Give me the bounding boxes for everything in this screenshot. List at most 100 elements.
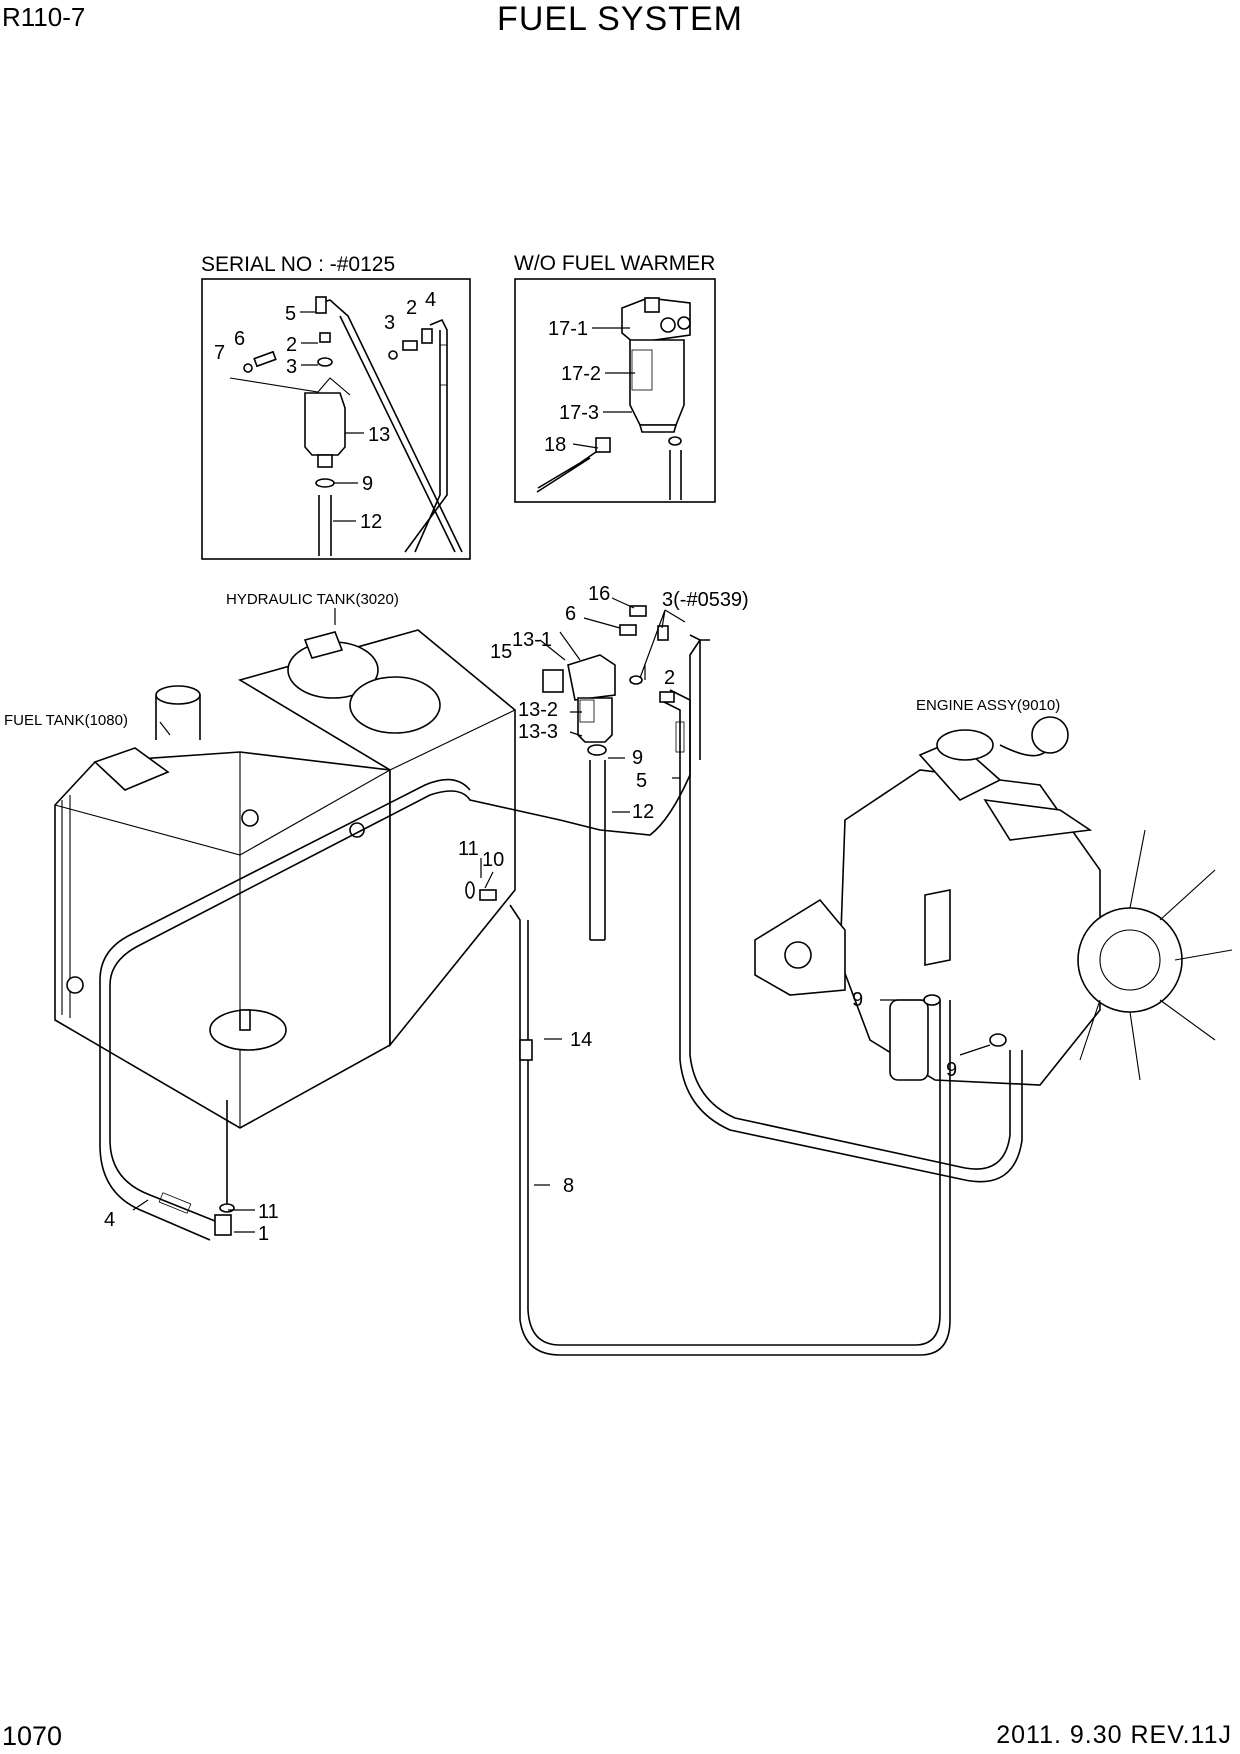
hydraulic-return-cover bbox=[349, 676, 441, 734]
warmer-head-port bbox=[660, 317, 676, 333]
callout: 11 bbox=[458, 838, 479, 860]
callout: 14 bbox=[570, 1029, 592, 1051]
model-number: R110-7 bbox=[2, 2, 86, 32]
clamp-9-engine bbox=[923, 994, 941, 1006]
clamp-9-engine-lower bbox=[989, 1033, 1007, 1047]
engine-fan-blades bbox=[1079, 829, 1233, 1081]
fuel-sender-stem bbox=[239, 1009, 251, 1031]
warmer-sensor-wire bbox=[536, 451, 597, 493]
inset-filter-outlet bbox=[317, 454, 333, 468]
inset-warmer: W/O FUEL WARMER 17-1 17-2 17-3 18 bbox=[514, 252, 716, 503]
inset-serial-frame bbox=[201, 278, 471, 560]
line-5-engine bbox=[679, 780, 1023, 1183]
filter-13-head bbox=[567, 654, 616, 701]
inset-nut bbox=[243, 363, 253, 373]
fitting-11-oring bbox=[219, 1203, 235, 1213]
warmer-drain bbox=[638, 424, 678, 433]
hose-4-sleeve bbox=[158, 1192, 192, 1214]
tank-side-plug bbox=[66, 976, 84, 994]
callout: 2 bbox=[664, 667, 675, 689]
inset-pipe bbox=[318, 495, 332, 556]
fuel-tank-label: FUEL TANK(1080) bbox=[4, 712, 128, 729]
callout: 13-2 bbox=[518, 699, 558, 721]
turbocharger bbox=[1031, 716, 1069, 754]
callout: 3(-#0539) bbox=[662, 589, 749, 611]
inset-serial: SERIAL NO : -#0125 5 2 4 3 6 7 bbox=[201, 253, 471, 560]
inset-washer bbox=[317, 357, 333, 367]
warmer-filter-bowl bbox=[629, 339, 685, 426]
inset-bolt bbox=[253, 350, 277, 368]
inset-feed-hose bbox=[404, 318, 448, 553]
filter-13-bowl bbox=[577, 697, 613, 743]
warmer-sensor-nut bbox=[595, 437, 611, 453]
inset-warmer-caption: W/O FUEL WARMER bbox=[514, 252, 715, 275]
fuel-filler-cap bbox=[155, 685, 201, 705]
callout: 17-3 bbox=[559, 402, 599, 424]
callout: 3 bbox=[286, 356, 297, 378]
callout: 17-1 bbox=[548, 318, 588, 340]
callout: 8 bbox=[563, 1175, 574, 1197]
lead bbox=[132, 597, 991, 1233]
fitting-3 bbox=[657, 625, 669, 641]
inset-hose-clamp bbox=[315, 478, 335, 488]
engine-fuel-filter bbox=[924, 889, 951, 966]
fuel-tank-edges bbox=[54, 752, 391, 1128]
engine-head-cover bbox=[983, 798, 1093, 841]
engine-mount-bolt bbox=[784, 941, 812, 969]
callout: 12 bbox=[632, 801, 654, 823]
hydraulic-breather bbox=[303, 631, 344, 659]
tank-assembly: HYDRAULIC TANK(3020) FUEL TANK(1080) bbox=[4, 591, 516, 1129]
callout: 5 bbox=[285, 303, 296, 325]
warmer-pipe bbox=[669, 450, 682, 500]
hose-5 bbox=[659, 689, 691, 780]
fitting-16 bbox=[629, 605, 647, 617]
filter-13-label bbox=[579, 699, 595, 723]
inset-dash-guide bbox=[229, 377, 351, 396]
callout: 6 bbox=[565, 603, 576, 625]
callout: 1 bbox=[258, 1223, 269, 1245]
engine-oil-filter bbox=[889, 999, 929, 1081]
lead bbox=[572, 443, 599, 449]
callout: 13-3 bbox=[518, 721, 558, 743]
inset-adapter bbox=[402, 340, 418, 351]
inset-return-hose-edge bbox=[339, 315, 456, 553]
hydraulic-tank-edges bbox=[239, 679, 516, 771]
inset-elbow-fitting bbox=[315, 296, 327, 314]
page-number: 1070 bbox=[2, 1721, 63, 1751]
callout: 4 bbox=[425, 289, 436, 311]
callout: 6 bbox=[234, 328, 245, 350]
inset-seal bbox=[388, 350, 398, 360]
warmer-label-band bbox=[631, 349, 653, 391]
fuel-lines: 16 6 3(-#0539) 13-1 15 2 13-2 13-3 9 5 1… bbox=[99, 583, 1023, 1356]
inset-filter-body bbox=[304, 392, 346, 456]
line-8-return bbox=[509, 904, 951, 1356]
inset-warmer-frame bbox=[514, 278, 716, 503]
callout: 11 bbox=[258, 1201, 279, 1223]
line-tank-lower bbox=[99, 778, 471, 1241]
pipe-12 bbox=[589, 760, 606, 940]
callout: 3 bbox=[384, 312, 395, 334]
washer-2 bbox=[629, 675, 643, 685]
callout: 9 bbox=[946, 1059, 957, 1081]
warmer-head-port bbox=[677, 316, 691, 330]
callout: 18 bbox=[544, 434, 566, 456]
warmer-clamp bbox=[668, 436, 682, 446]
engine-fan-pulley bbox=[1099, 929, 1161, 991]
fitting-10-connector bbox=[479, 889, 497, 901]
callout: 9 bbox=[362, 473, 373, 495]
fitting-1-elbow bbox=[214, 1214, 232, 1236]
lead bbox=[159, 721, 171, 736]
tank-drain-plug bbox=[241, 809, 259, 827]
callout: 12 bbox=[360, 511, 382, 533]
fitting-2 bbox=[659, 691, 675, 703]
engine-air-inlet bbox=[936, 729, 994, 761]
inset-hose-end bbox=[421, 328, 433, 344]
inset-feed-hose-edge bbox=[414, 330, 441, 553]
line-8-return-edge bbox=[527, 920, 941, 1346]
clamp-9 bbox=[587, 744, 607, 756]
callout: 13-1 bbox=[512, 629, 552, 651]
engine-assembly: ENGINE ASSY(9010) bbox=[754, 697, 1233, 1086]
callout: 13 bbox=[368, 424, 390, 446]
fitting-6 bbox=[619, 624, 637, 636]
